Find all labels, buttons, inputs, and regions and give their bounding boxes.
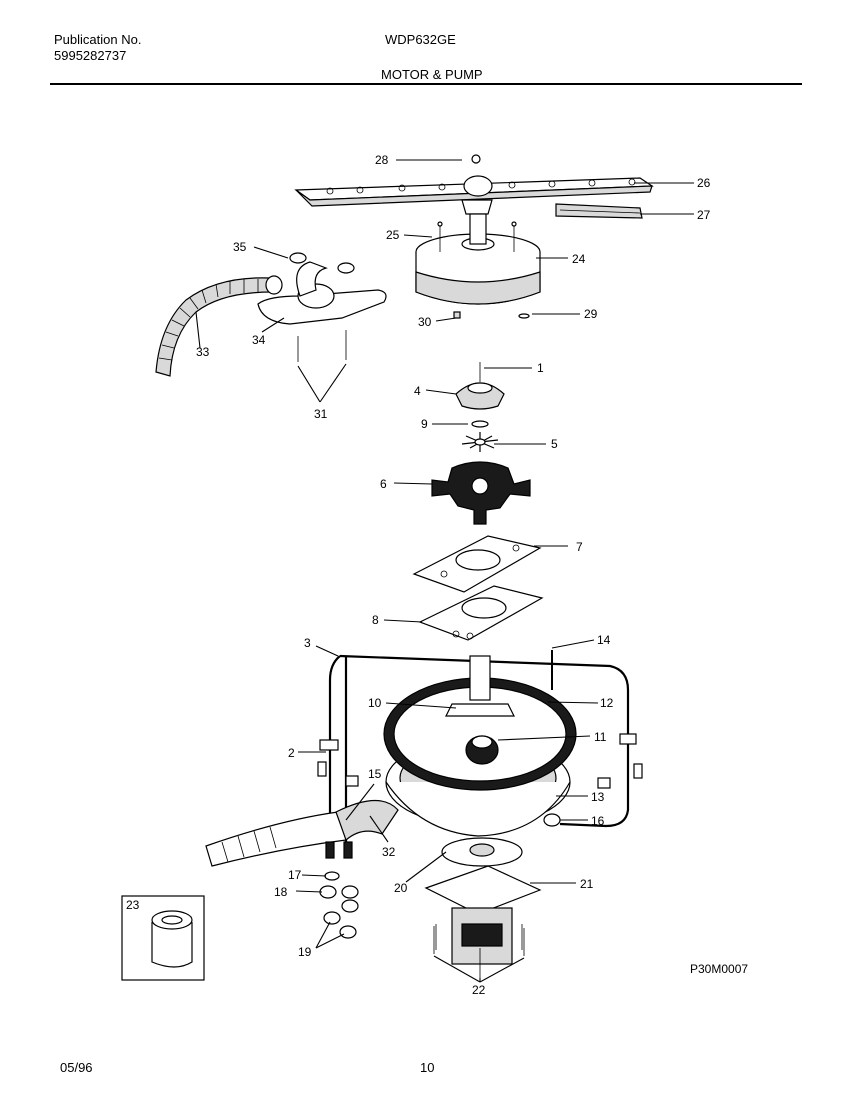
callout-22: 22 — [472, 983, 486, 997]
callout-2: 2 — [288, 746, 295, 760]
callout-9: 9 — [421, 417, 428, 431]
callout-24: 24 — [572, 252, 586, 266]
header-rule — [50, 83, 802, 85]
callout-33: 33 — [196, 345, 210, 359]
pump-shaft-hub — [445, 655, 515, 765]
section-title: MOTOR & PUMP — [381, 67, 483, 82]
motor-seal — [441, 837, 523, 867]
footer-page-number: 10 — [420, 1060, 435, 1075]
impeller — [461, 432, 499, 452]
gasket-lower — [418, 585, 544, 641]
callout-16: 16 — [591, 814, 605, 828]
callout-17: 17 — [288, 868, 302, 882]
callout-31: 31 — [314, 407, 328, 421]
callout-15: 15 — [368, 767, 382, 781]
inset-filter-box — [121, 895, 205, 981]
callout-11: 11 — [594, 730, 607, 744]
callout-14: 14 — [597, 633, 611, 647]
callout-29: 29 — [584, 307, 598, 321]
callout-32: 32 — [382, 845, 396, 859]
callout-8: 8 — [372, 613, 379, 627]
callout-5: 5 — [551, 437, 558, 451]
callout-4: 4 — [414, 384, 421, 398]
callout-19: 19 — [298, 945, 312, 959]
callout-26: 26 — [697, 176, 711, 190]
lower-spray-arm — [257, 252, 387, 362]
callout-labels: 28 26 27 25 24 35 30 29 33 34 31 1 4 9 5… — [126, 153, 748, 997]
publication-label: Publication No. — [54, 32, 142, 47]
callout-20: 20 — [394, 881, 408, 895]
hose-clamp — [543, 813, 561, 827]
callout-3: 3 — [304, 636, 311, 650]
callout-23: 23 — [126, 898, 140, 912]
o-ring — [471, 420, 489, 428]
tube-manifold — [555, 203, 643, 219]
callout-35: 35 — [233, 240, 247, 254]
publication-number: 5995282737 — [54, 48, 127, 63]
callout-13: 13 — [591, 790, 605, 804]
callout-30: 30 — [418, 315, 432, 329]
pump-housing — [415, 213, 541, 319]
callout-25: 25 — [386, 228, 400, 242]
upper-spray-arm — [294, 154, 654, 215]
callout-21: 21 — [580, 877, 594, 891]
callout-27: 27 — [697, 208, 711, 222]
diagram-code: P30M0007 — [690, 962, 748, 976]
gasket-upper — [412, 535, 542, 593]
callout-10: 10 — [368, 696, 382, 710]
heater-clips — [317, 733, 643, 789]
callout-6: 6 — [380, 477, 387, 491]
pump-body — [431, 461, 531, 525]
callout-1: 1 — [537, 361, 544, 375]
drain-hose — [155, 275, 283, 377]
drain-tube — [205, 799, 399, 867]
footer-date: 05/96 — [60, 1060, 93, 1075]
callout-28: 28 — [375, 153, 389, 167]
mounting-screws — [433, 926, 525, 978]
impeller-cover — [455, 362, 505, 410]
callout-7: 7 — [576, 540, 583, 554]
callout-18: 18 — [274, 885, 288, 899]
model-number: WDP632GE — [385, 32, 456, 47]
callout-34: 34 — [252, 333, 266, 347]
callout-12: 12 — [600, 696, 614, 710]
motor-bracket — [424, 865, 542, 965]
leader-lines — [195, 159, 694, 983]
terminal-hardware — [319, 841, 359, 939]
